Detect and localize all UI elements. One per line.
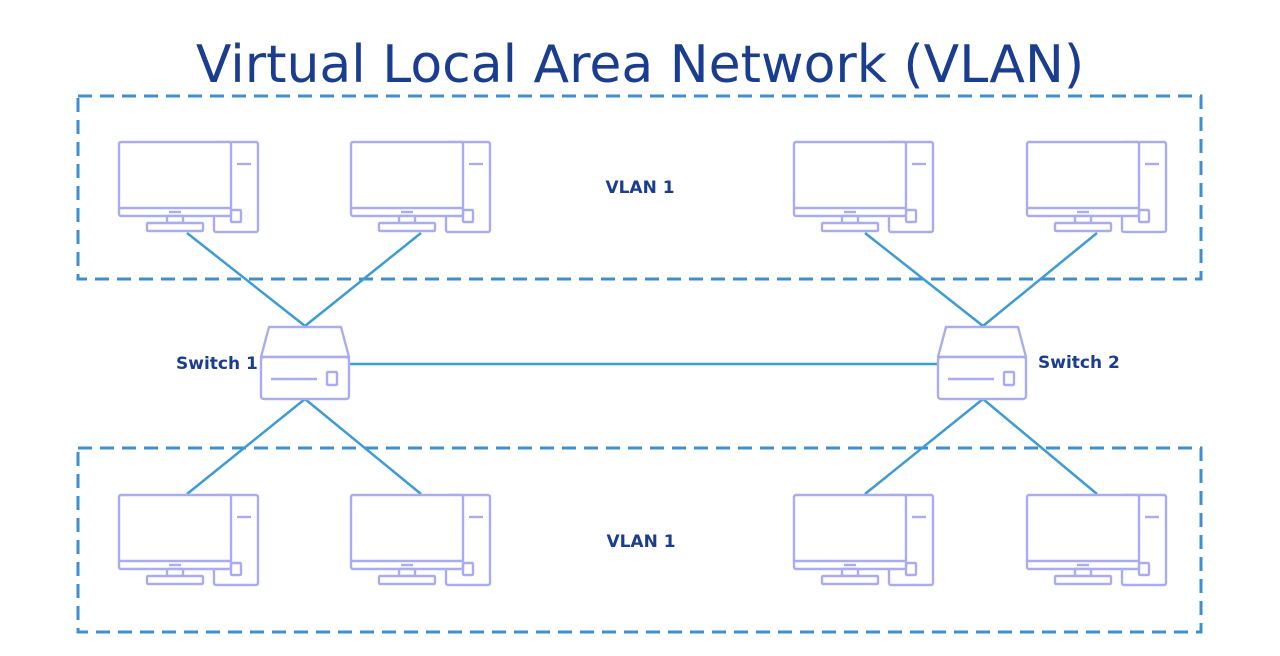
- switch-icon: [259, 325, 351, 401]
- computer-icon: [1025, 140, 1168, 234]
- link-pc1-switch1: [186, 232, 306, 327]
- link-pc4-switch2: [982, 232, 1098, 327]
- computer-icon: [349, 140, 492, 234]
- vlan-label-top: VLAN 1: [605, 178, 674, 198]
- link-pc2-switch1: [304, 232, 422, 327]
- switch-icon: [936, 325, 1028, 401]
- switch-label-1: Switch 1: [176, 354, 258, 374]
- page-title: Virtual Local Area Network (VLAN): [196, 35, 1084, 95]
- vlan-boundary-top: [76, 94, 1203, 281]
- link-pc8-switch2: [982, 398, 1098, 495]
- link-pc7-switch2: [864, 398, 984, 495]
- link-pc3-switch2: [864, 232, 984, 327]
- vlan-label-bottom: VLAN 1: [606, 532, 675, 552]
- computer-icon: [117, 140, 260, 234]
- link-pc5-switch1: [186, 398, 306, 495]
- computer-icon: [117, 493, 260, 587]
- network-links: [186, 232, 1098, 495]
- computer-icon: [792, 493, 935, 587]
- computer-icon: [792, 140, 935, 234]
- link-pc6-switch1: [304, 398, 422, 495]
- switch-label-2: Switch 2: [1038, 353, 1120, 373]
- computer-icon: [1025, 493, 1168, 587]
- computer-icon: [349, 493, 492, 587]
- vlan-boundary-bottom: [76, 446, 1203, 634]
